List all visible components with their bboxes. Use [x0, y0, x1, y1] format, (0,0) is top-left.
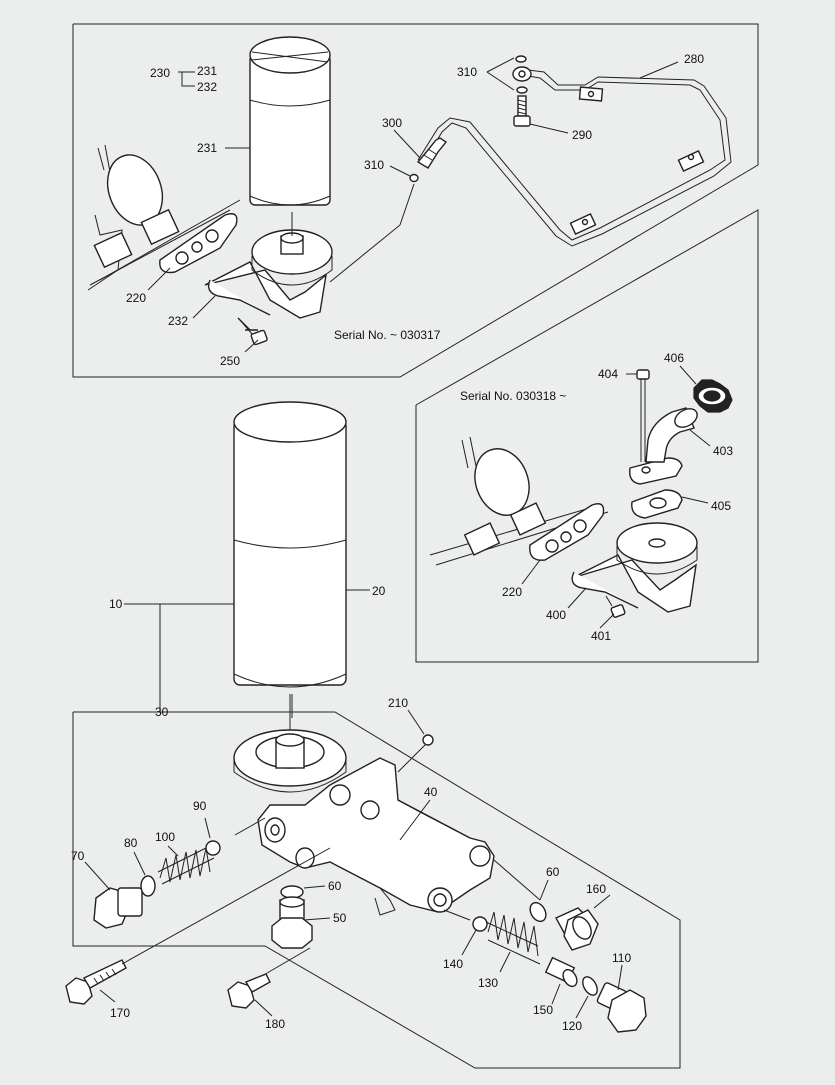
label-400: 400 [546, 608, 566, 622]
label-280: 280 [684, 52, 704, 66]
label-90: 90 [193, 799, 207, 813]
plug-160 [555, 907, 599, 951]
gasket-220-top [159, 213, 238, 274]
bolt-170 [65, 959, 127, 1005]
oil-pipe-280 [417, 66, 732, 247]
label-210: 210 [388, 696, 408, 710]
label-110: 110 [612, 951, 631, 965]
hidden-line-top [329, 183, 415, 283]
label-404: 404 [598, 367, 618, 381]
label-20: 20 [372, 584, 386, 598]
label-50: 50 [333, 911, 347, 925]
o-ring-210 [422, 734, 434, 746]
washer-310-left [409, 173, 419, 183]
filter-head-400 [571, 522, 698, 613]
gasket-405 [631, 489, 683, 519]
bolt-401 [605, 595, 626, 618]
label-170: 170 [110, 1006, 130, 1020]
spring-100 [157, 845, 215, 885]
piston-150 [544, 956, 578, 988]
label-250: 250 [220, 354, 240, 368]
fitting-300 [416, 137, 448, 169]
label-140: 140 [443, 957, 463, 971]
label-40: 40 [424, 785, 438, 799]
label-220-top: 220 [126, 291, 146, 305]
o-ring-60-a [280, 885, 304, 899]
bolt-290 [513, 95, 531, 127]
label-403: 403 [713, 444, 733, 458]
fitting-50 [271, 896, 313, 949]
label-60-a: 60 [328, 879, 342, 893]
cap-406 [693, 379, 733, 413]
plug-110 [596, 982, 647, 1033]
bolt-180 [227, 973, 271, 1009]
label-180: 180 [265, 1017, 285, 1031]
bolt-404 [636, 369, 650, 462]
filter-bracket-40 [233, 729, 495, 916]
label-310-right: 310 [457, 65, 477, 79]
washer-310-lower [516, 86, 528, 94]
o-ring-80 [140, 875, 156, 897]
serial-note-top: Serial No. ~ 030317 [334, 328, 441, 342]
gasket-220-right [529, 503, 605, 561]
o-ring-60-b [529, 901, 547, 923]
label-70: 70 [71, 849, 85, 863]
bolt-250 [237, 317, 268, 346]
engine-block-right [429, 436, 609, 566]
ball-140 [472, 916, 488, 932]
washer-310-upper [515, 55, 527, 63]
frame-right-variant [415, 209, 759, 663]
label-230: 230 [150, 66, 170, 80]
o-ring-120 [582, 976, 598, 996]
label-290: 290 [572, 128, 592, 142]
label-232-a: 232 [197, 80, 217, 94]
label-80: 80 [124, 836, 138, 850]
label-10: 10 [109, 597, 123, 611]
filler-neck-403 [629, 407, 698, 485]
engine-block-top [87, 144, 241, 291]
frame-bottom-assembly [72, 711, 681, 1069]
label-231: 231 [197, 141, 217, 155]
filter-cartridge-231 [249, 36, 331, 236]
label-30: 30 [155, 705, 169, 719]
label-405: 405 [711, 499, 731, 513]
frame-top-variant [72, 23, 759, 378]
filter-head-232-top [204, 229, 333, 319]
label-160: 160 [586, 882, 606, 896]
label-130: 130 [478, 976, 498, 990]
label-120: 120 [562, 1019, 582, 1033]
label-60-b: 60 [546, 865, 560, 879]
label-231-a: 231 [197, 64, 217, 78]
spring-130 [485, 911, 541, 965]
ball-90 [205, 840, 221, 856]
label-100: 100 [155, 830, 175, 844]
serial-note-right: Serial No. 030318 ~ [460, 389, 566, 403]
label-232: 232 [168, 314, 188, 328]
label-406: 406 [664, 351, 684, 365]
label-300: 300 [382, 116, 402, 130]
label-401: 401 [591, 629, 611, 643]
label-150: 150 [533, 1003, 553, 1017]
plug-70 [93, 887, 143, 929]
label-310-left: 310 [364, 158, 384, 172]
filter-cartridge-20 [233, 401, 347, 740]
label-220-right: 220 [502, 585, 522, 599]
